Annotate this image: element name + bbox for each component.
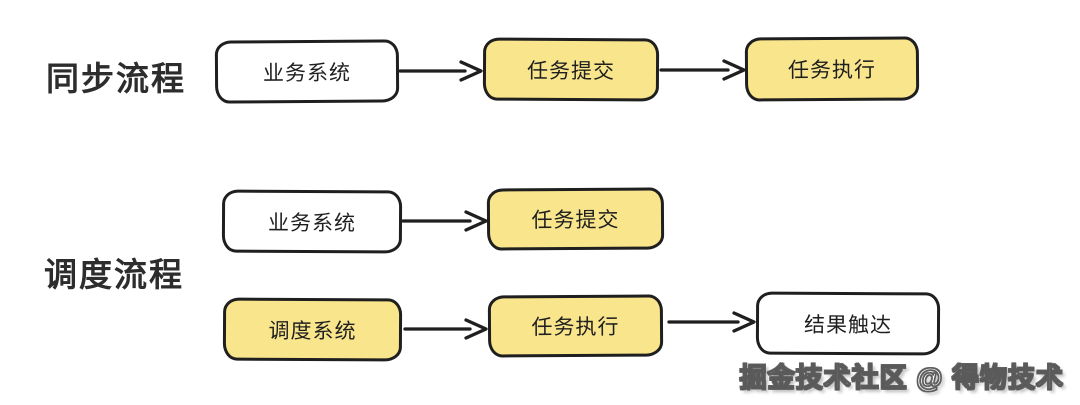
node-schedule-system: 调度系统 — [222, 297, 403, 362]
arrow-icon — [667, 311, 756, 333]
arrow-icon — [659, 59, 746, 81]
node-schedule-task-submit: 任务提交 — [486, 187, 665, 251]
schedule-flow-label: 调度流程 — [44, 256, 184, 293]
node-sync-business-system: 业务系统 — [214, 39, 400, 104]
node-sync-task-submit: 任务提交 — [482, 37, 660, 102]
node-sync-task-execute: 任务执行 — [744, 36, 920, 102]
sync-flow-label: 同步流程 — [46, 60, 186, 97]
watermark-text: 掘金技术社区 @ 得物技术 — [739, 362, 1064, 393]
node-schedule-task-execute: 任务执行 — [487, 294, 664, 358]
node-result-reach: 结果触达 — [755, 291, 941, 356]
arrow-icon — [401, 210, 488, 232]
node-schedule-business-system: 业务系统 — [221, 189, 403, 254]
arrow-icon — [403, 318, 488, 340]
arrow-icon — [398, 60, 483, 82]
